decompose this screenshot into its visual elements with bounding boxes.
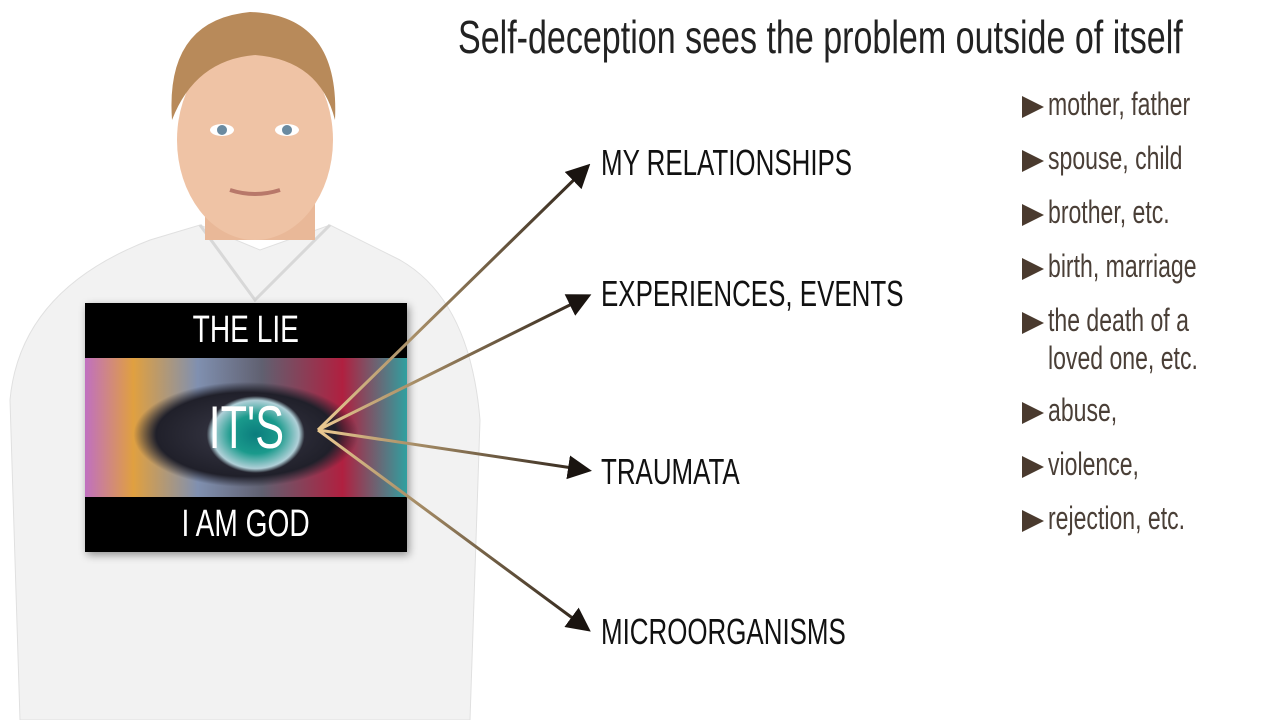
label-microorganisms: MICROORGANISMS <box>601 611 941 653</box>
label-text: MICROORGANISMS <box>601 611 846 652</box>
list-item: rejection, etc. <box>1022 498 1256 552</box>
hair <box>171 12 336 120</box>
list-item-text: the death of a <box>1048 302 1189 338</box>
triangle-bullet-icon <box>1022 149 1044 172</box>
list-item-text-continued: loved one, etc. <box>1048 340 1198 376</box>
triangle-bullet-icon <box>1022 203 1044 226</box>
list-item: spouse, child <box>1022 138 1256 192</box>
slide-title-text: Self-deception sees the problem outside … <box>458 11 1183 63</box>
label-experiences: EXPERIENCES, EVENTS <box>601 273 1021 315</box>
list-item-text: birth, marriage <box>1048 248 1197 284</box>
list-item-text: spouse, child <box>1048 140 1183 176</box>
list-item-text: mother, father <box>1048 86 1191 122</box>
arrow-experiences <box>317 294 592 432</box>
card-bottom-band: I AM GOD <box>85 497 407 552</box>
list-item-text: brother, etc. <box>1048 194 1170 230</box>
list-item: mother, father <box>1022 84 1256 138</box>
triangle-bullet-icon <box>1022 311 1044 334</box>
card-top-text: THE LIE <box>192 309 300 351</box>
triangle-bullet-icon <box>1022 95 1044 118</box>
label-relationships: MY RELATIONSHIPS <box>601 142 950 184</box>
the-lie-card: THE LIE IT'S I AM GOD <box>85 303 407 552</box>
list-item-text: rejection, etc. <box>1048 500 1186 536</box>
slide-title: Self-deception sees the problem outside … <box>458 10 1280 64</box>
triangle-bullet-icon <box>1022 509 1044 532</box>
arrow-relationships <box>316 163 591 432</box>
list-item: brother, etc. <box>1022 192 1256 246</box>
face <box>177 40 333 240</box>
list-item-text: abuse, <box>1048 392 1118 428</box>
arrow-microorganisms <box>317 428 591 632</box>
arrow-traumata <box>317 428 592 480</box>
card-top-band: THE LIE <box>85 303 407 358</box>
list-item: birth, marriage <box>1022 246 1256 300</box>
eye-image: IT'S <box>85 358 407 497</box>
examples-list: mother, father spouse, child brother, et… <box>1022 84 1256 552</box>
label-text: EXPERIENCES, EVENTS <box>601 273 904 314</box>
label-text: MY RELATIONSHIPS <box>601 142 853 183</box>
list-item: violence, <box>1022 444 1256 498</box>
list-item-text: violence, <box>1048 446 1139 482</box>
triangle-bullet-icon <box>1022 257 1044 280</box>
triangle-bullet-icon <box>1022 455 1044 478</box>
card-middle-text: IT'S <box>208 394 284 461</box>
label-text: TRAUMATA <box>601 451 740 492</box>
triangle-bullet-icon <box>1022 401 1044 424</box>
label-traumata: TRAUMATA <box>601 451 794 493</box>
list-item: abuse, <box>1022 390 1256 444</box>
card-bottom-text: I AM GOD <box>181 503 311 545</box>
